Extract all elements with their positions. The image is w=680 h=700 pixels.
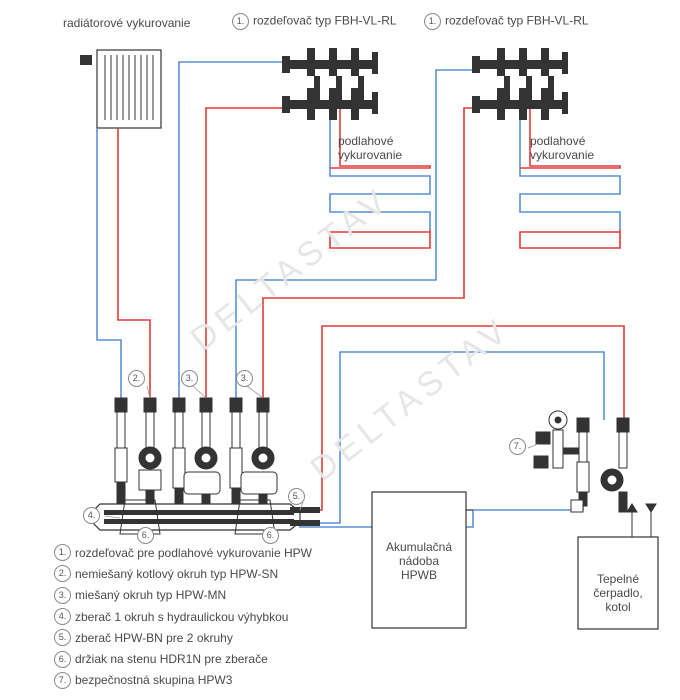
legend-text: zberač 1 okruh s hydraulickou výhybkou [75,609,289,624]
leader-lines [104,385,539,519]
legend-number: 1. [54,544,71,562]
legend-item: 6. držiak na stenu HDR1N pre zberače [54,648,312,669]
tank-label: Akumulačná nádoba HPWB [385,540,453,582]
collector [91,499,320,535]
manifold-1-label: 1. rozdeľovač typ FBH-VL-RL [232,13,397,30]
manifold-2-text: rozdeľovač typ FBH-VL-RL [445,13,589,28]
legend-text: miešaný okruh typ HPW-MN [75,588,227,603]
legend-number: 5. [54,629,71,647]
heat-pump-box [577,536,659,630]
marker-1-top-2: 1. [424,13,441,30]
legend-text: držiak na stenu HDR1N pre zberače [75,652,268,667]
marker-1-top: 1. [232,13,249,30]
marker-2: 2. [128,370,145,387]
safety-group [533,410,580,469]
legend-text: zberač HPW-BN pre 2 okruhy [75,630,233,645]
heat-pump-label: Tepelné čerpadlo, kotol [593,572,643,614]
flow-arrows [626,503,657,537]
legend-text: rozdeľovač pre podlahové vykurovanie HPW [75,545,312,560]
manifold-1-text: rozdeľovač typ FBH-VL-RL [253,13,397,28]
marker-4: 4. [83,507,100,524]
pump-group-mixed-2 [229,397,278,505]
return-pipes [96,61,621,528]
legend-number: 3. [54,586,71,604]
legend-text: bezpečnostná skupina HPW3 [75,673,233,688]
marker-3-b: 3. [236,370,253,387]
manifold-2 [472,48,568,120]
supply-pipes [117,107,625,511]
marker-6: 6. [137,527,154,544]
storage-tank [371,491,467,629]
legend-item: 5. zberač HPW-BN pre 2 okruhy [54,627,312,648]
legend-item: 7. bezpečnostná skupina HPW3 [54,670,312,691]
pump-group-direct [114,397,162,505]
marker-3: 3. [181,370,198,387]
legend: 1. rozdeľovač pre podlahové vykurovanie H… [54,542,312,691]
legend-item: 2. nemiešaný kotlový okruh typ HPW-SN [54,563,312,584]
marker-7: 7. [509,438,526,455]
marker-5: 5. [288,488,305,505]
legend-number: 4. [54,608,71,626]
manifold-2-label: 1. rozdeľovač typ FBH-VL-RL [424,13,589,30]
legend-item: 3. miešaný okruh typ HPW-MN [54,585,312,606]
legend-item: 4. zberač 1 okruh s hydraulickou výhybkou [54,606,312,627]
pump-group-mixed-1 [172,397,221,505]
floor-heating-2-label: podlahové vykurovanie [530,134,595,162]
legend-number: 2. [54,565,71,583]
radiator-icon [80,49,162,129]
manifold-1 [282,48,378,120]
legend-item: 1. rozdeľovač pre podlahové vykurovanie H… [54,542,312,563]
legend-number: 6. [54,650,71,668]
marker-6-b: 6. [262,527,279,544]
pump-group-heatpump [570,417,630,513]
legend-number: 7. [54,671,71,689]
floor-heating-1-label: podlahové vykurovanie [338,134,403,162]
radiator-label: radiátorové vykurovanie [63,16,191,30]
legend-text: nemiešaný kotlový okruh typ HPW-SN [75,566,279,581]
